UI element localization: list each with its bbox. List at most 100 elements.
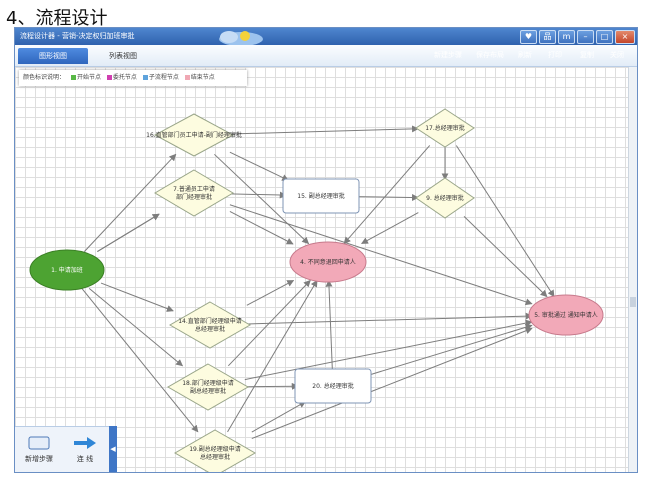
flow-edge-n7-n15[interactable] bbox=[229, 191, 287, 199]
copy-button[interactable]: 复制 bbox=[580, 51, 594, 59]
flow-edge-n9-n4[interactable] bbox=[361, 212, 419, 245]
step-icon bbox=[28, 436, 50, 450]
flow-edge-n19-n20[interactable] bbox=[251, 401, 307, 433]
toolbar: 图形视图 列表视图 新建步骤 保存布局 刷新 打印 复制 关闭 bbox=[15, 45, 637, 67]
legend-item-subflow: 子流程节点 bbox=[148, 74, 179, 81]
flow-edge-n14-n5[interactable] bbox=[246, 312, 533, 325]
node-label: 16.直管部门员工申请-副门经理审批 bbox=[146, 131, 242, 139]
title-bar: 流程设计器 - 营销-决定权归加班审批 ♥ 品 m – □ × bbox=[15, 28, 637, 45]
node-shape bbox=[415, 177, 475, 219]
save-layout-button[interactable]: 保存布局 bbox=[476, 51, 504, 59]
flow-edge-n20-n4[interactable] bbox=[325, 279, 333, 371]
flow-edge-n1-n16[interactable] bbox=[83, 153, 177, 252]
node-label: 15. 副总经理审批 bbox=[297, 192, 344, 200]
flow-edge-n17-n5[interactable] bbox=[455, 145, 555, 298]
connect-line-tool[interactable]: 连 线 bbox=[63, 431, 107, 471]
tab-graphic-view[interactable]: 图形视图 bbox=[18, 48, 88, 64]
node-shape bbox=[154, 169, 234, 217]
node-shape bbox=[294, 368, 372, 404]
flow-edge-n1-n14[interactable] bbox=[100, 282, 174, 312]
legend-item-delegate: 委托节点 bbox=[112, 74, 137, 81]
flow-edge-n20-n5[interactable] bbox=[367, 323, 533, 376]
legend-swatch-start bbox=[70, 75, 76, 80]
flow-node-n20[interactable]: 20. 总经理审批 bbox=[294, 368, 372, 404]
legend-swatch-delegate bbox=[106, 75, 112, 80]
tab-list-view[interactable]: 列表视图 bbox=[109, 52, 137, 60]
flow-designer-window: 流程设计器 - 营销-决定权归加班审批 ♥ 品 m – □ × 图形视图 列表视… bbox=[14, 27, 638, 473]
node-label: 18.部门经理级申请副总经理审批 bbox=[182, 379, 234, 395]
node-shape bbox=[168, 301, 252, 349]
flow-edge-n7-n4[interactable] bbox=[229, 211, 294, 245]
refresh-button[interactable]: 刷新 bbox=[518, 51, 532, 59]
window-controls: ♥ 品 m – □ × bbox=[520, 30, 635, 44]
scrollbar-thumb[interactable] bbox=[630, 297, 636, 307]
legend-item-end: 结束节点 bbox=[190, 74, 215, 81]
color-legend: 颜色标识说明： 开始节点 委托节点 子流程节点 结束节点 bbox=[19, 70, 247, 86]
flow-edge-n9-n5[interactable] bbox=[463, 216, 548, 298]
collapse-palette-button[interactable]: ◀ bbox=[109, 426, 117, 472]
print-button[interactable]: 打印 bbox=[548, 51, 562, 59]
flow-edge-n16-n15[interactable] bbox=[229, 151, 290, 181]
title-decoration-icon bbox=[219, 31, 263, 45]
flow-edge-n1-n18[interactable] bbox=[88, 288, 184, 367]
flow-edge-n16-n4[interactable] bbox=[214, 153, 310, 245]
legend-swatch-subflow bbox=[142, 75, 148, 80]
flow-edge-n18-n5[interactable] bbox=[244, 319, 533, 381]
flow-diagram: 1. 申请加班 16.直管部门员工申请-副门经理审批 7.普通员工申请部门经理审批 1… bbox=[29, 108, 604, 472]
skin-button[interactable]: 品 bbox=[539, 30, 556, 44]
node-label: 9. 总经理审批 bbox=[426, 194, 464, 202]
flow-node-n4[interactable]: 4. 不同意退回申请人 bbox=[289, 241, 367, 283]
flow-edge-n16-n17[interactable] bbox=[229, 125, 420, 135]
node-label: 1. 申请加班 bbox=[51, 266, 83, 274]
flow-node-n9[interactable]: 9. 总经理审批 bbox=[415, 177, 475, 219]
flow-node-n17[interactable]: 17.总经理审批 bbox=[415, 108, 475, 148]
flow-node-n5[interactable]: 5. 审批通过 通知申请人 bbox=[528, 294, 604, 336]
favorite-button[interactable]: ♥ bbox=[520, 30, 537, 44]
flow-edge-n15-n9[interactable] bbox=[355, 193, 420, 201]
node-label: 14.直管部门经理级申请总经理审批 bbox=[178, 317, 242, 333]
legend-item-start: 开始节点 bbox=[76, 74, 101, 81]
node-shape bbox=[173, 429, 257, 472]
node-label: 4. 不同意退回申请人 bbox=[300, 258, 356, 266]
vertical-scrollbar[interactable] bbox=[628, 67, 637, 472]
maximize-button[interactable]: □ bbox=[596, 30, 613, 44]
flow-canvas[interactable]: 1. 申请加班 16.直管部门员工申请-副门经理审批 7.普通员工申请部门经理审批 1… bbox=[15, 67, 629, 472]
node-label: 5. 审批通过 通知申请人 bbox=[534, 311, 598, 319]
node-label: 7.普通员工申请部门经理审批 bbox=[173, 185, 215, 201]
add-step-tool[interactable]: 新增步骤 bbox=[17, 431, 61, 471]
flow-node-n1[interactable]: 1. 申请加班 bbox=[29, 249, 105, 291]
add-step-label: 新增步骤 bbox=[25, 455, 53, 463]
connect-line-label: 连 线 bbox=[76, 455, 94, 463]
menu-button[interactable]: m bbox=[558, 30, 575, 44]
flow-node-n19[interactable]: 19.副总经理级申请总经理审批 bbox=[173, 429, 257, 472]
flow-node-n15[interactable]: 15. 副总经理审批 bbox=[282, 178, 360, 214]
flow-edge-n17-n4[interactable] bbox=[343, 145, 431, 245]
flow-edge-n19-n4[interactable] bbox=[227, 279, 318, 433]
legend-title: 颜色标识说明： bbox=[23, 74, 66, 81]
flow-node-n18[interactable]: 18.部门经理级申请副总经理审批 bbox=[166, 363, 250, 411]
flow-edge-n7-n5[interactable] bbox=[229, 204, 533, 306]
new-step-button[interactable]: 新建步骤 bbox=[434, 51, 462, 59]
close-button[interactable]: 关闭 bbox=[610, 51, 624, 59]
flow-edge-n1-n19[interactable] bbox=[81, 288, 199, 433]
tool-palette: 新增步骤 连 线 bbox=[15, 426, 110, 472]
flow-edge-n1-n7[interactable] bbox=[97, 213, 160, 253]
close-window-button[interactable]: × bbox=[615, 30, 635, 44]
node-shape bbox=[29, 249, 105, 291]
flow-edge-n19-n5[interactable] bbox=[251, 327, 533, 439]
flow-edge-n14-n4[interactable] bbox=[246, 279, 295, 306]
node-shape bbox=[153, 113, 235, 157]
minimize-button[interactable]: – bbox=[577, 30, 594, 44]
legend-swatch-end bbox=[184, 75, 190, 80]
node-label: 17.总经理审批 bbox=[425, 124, 465, 132]
flow-node-n14[interactable]: 14.直管部门经理级申请总经理审批 bbox=[168, 301, 252, 349]
flow-node-n7[interactable]: 7.普通员工申请部门经理审批 bbox=[154, 169, 234, 217]
node-label: 19.副总经理级申请总经理审批 bbox=[189, 445, 241, 461]
node-label: 20. 总经理审批 bbox=[312, 382, 353, 390]
flow-node-n16[interactable]: 16.直管部门员工申请-副门经理审批 bbox=[146, 113, 242, 157]
node-shape bbox=[282, 178, 360, 214]
node-shape bbox=[289, 241, 367, 283]
node-shape bbox=[528, 294, 604, 336]
window-title: 流程设计器 - 营销-决定权归加班审批 bbox=[20, 32, 135, 40]
flow-edge-n18-n4[interactable] bbox=[227, 279, 311, 367]
